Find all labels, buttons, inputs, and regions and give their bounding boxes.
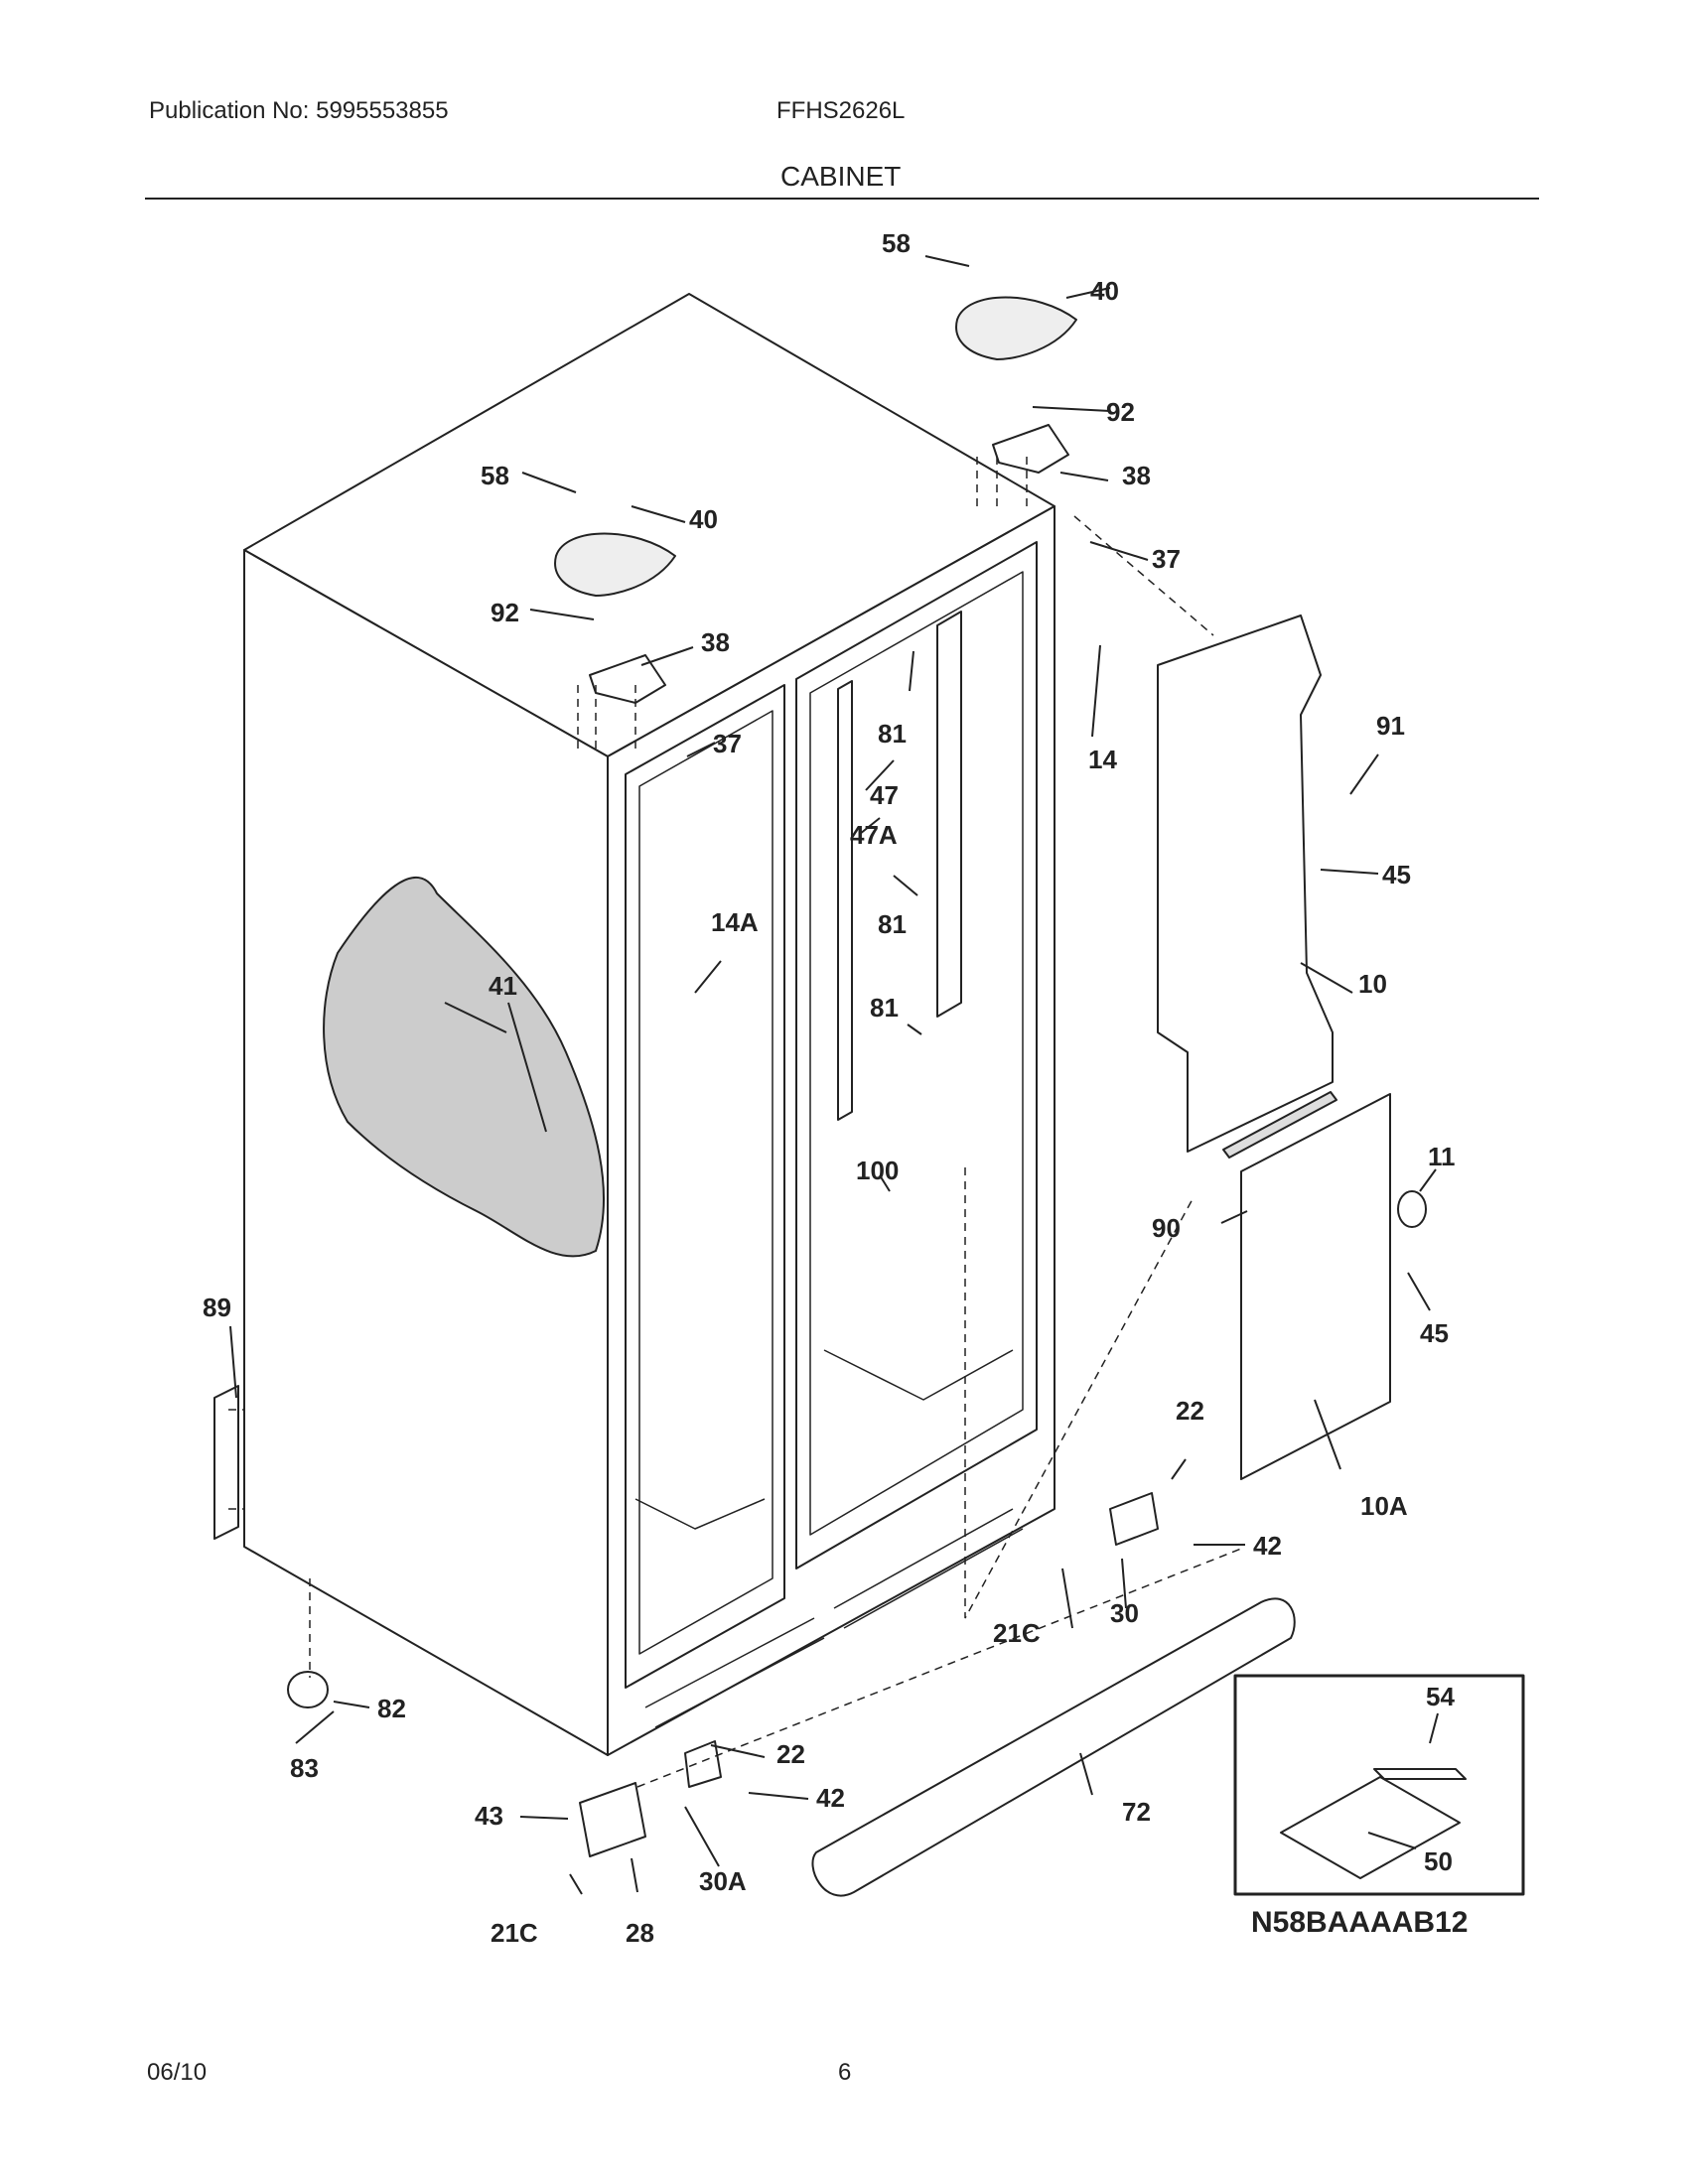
callout-81-mid: 81 — [878, 909, 907, 939]
insulation-panel — [323, 876, 606, 1258]
rear-panel — [1157, 614, 1334, 1153]
callout-45-upper: 45 — [1382, 860, 1411, 889]
callout-21c-right: 21C — [993, 1618, 1041, 1648]
callout-92-left: 92 — [491, 598, 519, 627]
callout-91: 91 — [1376, 711, 1405, 741]
top-hinge-right — [992, 424, 1069, 474]
model-number: FFHS2626L — [776, 97, 906, 124]
callout-42-right: 42 — [1253, 1531, 1282, 1561]
callout-47: 47 — [870, 780, 899, 810]
callout-50: 50 — [1424, 1846, 1453, 1876]
tray-cover — [1373, 1768, 1467, 1780]
top-hinge-left — [589, 654, 666, 704]
callout-58-top: 58 — [882, 228, 911, 258]
callout-21c-left: 21C — [491, 1918, 538, 1948]
callout-89: 89 — [203, 1293, 231, 1322]
callout-40-left: 40 — [689, 504, 718, 534]
callout-42-left: 42 — [816, 1783, 845, 1813]
callout-37-top: 37 — [1152, 544, 1181, 574]
callout-72: 72 — [1122, 1797, 1151, 1827]
callout-28: 28 — [626, 1918, 654, 1948]
callout-54: 54 — [1426, 1682, 1455, 1711]
callout-11: 11 — [1428, 1142, 1456, 1171]
bottom-hinge-30a — [684, 1740, 722, 1788]
callout-82: 82 — [377, 1694, 406, 1723]
side-bracket — [213, 1385, 239, 1540]
header-rule — [145, 198, 1539, 200]
page-number: 6 — [838, 2059, 852, 2086]
callout-37-left: 37 — [713, 729, 742, 758]
callout-10: 10 — [1358, 969, 1387, 999]
callout-81-upper: 81 — [878, 719, 907, 749]
publication-number: Publication No: 5995553855 — [149, 97, 449, 124]
callout-40-top: 40 — [1090, 276, 1119, 306]
seal-strip — [1222, 1091, 1337, 1159]
callout-22-left: 22 — [776, 1739, 805, 1769]
callout-30: 30 — [1110, 1598, 1139, 1628]
callout-83: 83 — [290, 1753, 319, 1783]
callout-43: 43 — [475, 1801, 503, 1831]
callout-14: 14 — [1088, 745, 1117, 774]
callout-41: 41 — [489, 971, 517, 1001]
callout-10a: 10A — [1360, 1491, 1408, 1521]
callout-14a: 14A — [711, 907, 759, 937]
shelf-rail-47 — [837, 680, 853, 1121]
callout-100: 100 — [856, 1156, 899, 1185]
bottom-hinge-30 — [1109, 1492, 1159, 1546]
gasket-11 — [1397, 1190, 1427, 1228]
hinge-cover-right — [955, 296, 1077, 360]
callout-22-right: 22 — [1176, 1396, 1204, 1426]
callout-45-lower: 45 — [1420, 1318, 1449, 1348]
callout-90: 90 — [1152, 1213, 1181, 1243]
shelf-rail-47a — [936, 611, 962, 1018]
bottom-hinge-28 — [579, 1782, 646, 1857]
hinge-cover-left — [554, 532, 676, 597]
diagram-code: N58BAAAAB12 — [1251, 1906, 1468, 1939]
callout-47a: 47A — [850, 820, 898, 850]
toe-grille — [811, 1597, 1296, 1897]
callout-58-left: 58 — [481, 461, 509, 490]
inset-box — [1233, 1674, 1525, 1896]
callout-92-top: 92 — [1106, 397, 1135, 427]
leveler — [287, 1671, 329, 1708]
access-cover — [1240, 1093, 1391, 1480]
footer-date: 06/10 — [147, 2059, 208, 2086]
callout-38-left: 38 — [701, 627, 730, 657]
callout-30a: 30A — [699, 1866, 747, 1896]
callout-38-top: 38 — [1122, 461, 1151, 490]
section-title: CABINET — [780, 161, 902, 192]
callout-81-lower: 81 — [870, 993, 899, 1023]
ice-tray — [1280, 1776, 1461, 1879]
